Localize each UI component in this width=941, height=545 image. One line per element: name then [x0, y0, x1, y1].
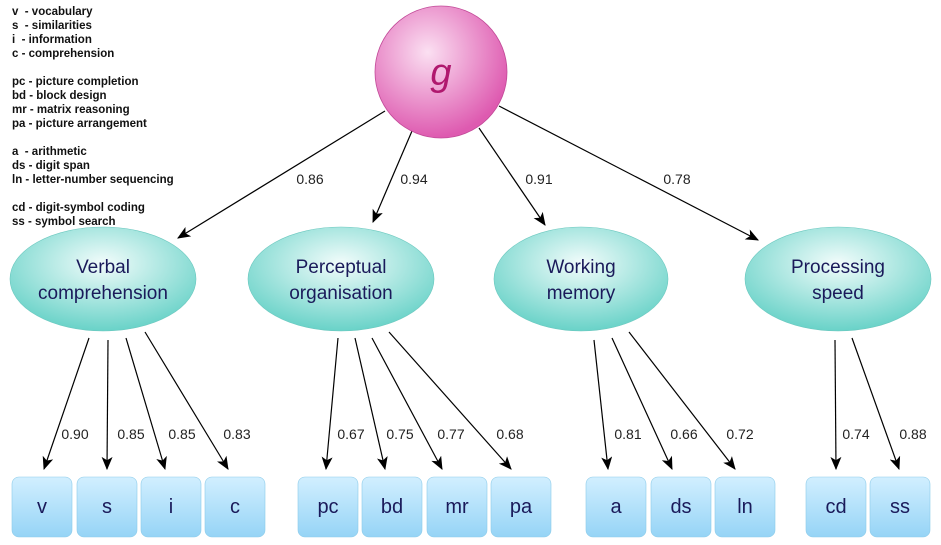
factor-label: memory [547, 283, 616, 304]
subtest-loading-label: 0.81 [614, 426, 641, 442]
g-factor-node [374, 5, 508, 139]
factor-to-subtest-arrow [593, 339, 613, 471]
factor-label: organisation [289, 283, 393, 304]
subtest-loading-label: 0.68 [496, 426, 523, 442]
subtest-box-i [140, 476, 202, 538]
g-to-factor-arrow [498, 105, 759, 241]
g-to-factor-arrow [177, 110, 386, 239]
factor-to-subtest-arrow [388, 331, 512, 470]
factor-label: Working [546, 257, 615, 278]
factor-node-verbal [9, 226, 197, 332]
legend-entry: cd - digit-symbol coding [12, 202, 145, 214]
abbreviation-legend: v - vocabulary s - similarities i - inform… [12, 5, 174, 229]
factor-to-subtest-arrow [321, 337, 339, 471]
factor-to-subtest-arrow [371, 337, 443, 470]
subtest-label: a [610, 496, 622, 518]
subtest-label: mr [445, 496, 469, 518]
subtest-loading-label: 0.75 [386, 426, 413, 442]
subtest-box-c [204, 476, 266, 538]
subtest-label: ln [737, 496, 753, 518]
subtest-box-ss [869, 476, 931, 538]
subtest-box-bd [361, 476, 423, 538]
factor-label: comprehension [38, 283, 168, 304]
subtest-label: ss [890, 496, 910, 518]
legend-entry: a - arithmetic [12, 146, 87, 158]
factor-loading-label: 0.86 [296, 171, 323, 187]
subtest-label: i [169, 496, 173, 518]
subtest-label: s [102, 496, 112, 518]
factor-to-subtest-arrow [354, 337, 388, 471]
factor-loading-label: 0.94 [400, 171, 427, 187]
subtest-box-mr [426, 476, 488, 538]
factor-node-processing [744, 226, 932, 332]
legend-entry: ln - letter-number sequencing [12, 174, 174, 186]
legend-entry: pc - picture completion [12, 76, 139, 88]
subtest-box-ds [650, 476, 712, 538]
subtest-box-a [585, 476, 647, 538]
subtest-loading-label: 0.67 [337, 426, 364, 442]
subtest-label: c [230, 496, 240, 518]
arrows-layer: 0.86 0.94 0.91 0.78 0.90 0.85 0.85 0.83 0.67 0.75… [42, 105, 927, 471]
factor-to-subtest-arrow [830, 339, 842, 471]
factor-to-subtest-arrow [611, 337, 673, 471]
factor-node-working [493, 226, 669, 332]
subtest-loading-label: 0.72 [726, 426, 753, 442]
subtest-box-s [76, 476, 138, 538]
subtest-loading-label: 0.85 [168, 426, 195, 442]
g-to-factor-arrow [478, 127, 546, 226]
subtest-label: pa [510, 496, 533, 518]
legend-entry: ss - symbol search [12, 216, 116, 228]
subtest-loading-label: 0.90 [61, 426, 88, 442]
factor-label: Perceptual [296, 257, 387, 278]
factor-to-subtest-arrow [42, 337, 90, 471]
factor-node-perceptual [247, 226, 435, 332]
factor-to-subtest-arrow [125, 337, 167, 471]
subtest-box-ln [714, 476, 776, 538]
factor-to-subtest-arrow [628, 331, 736, 470]
subtest-loading-label: 0.74 [842, 426, 869, 442]
subtest-box-pc [297, 476, 359, 538]
legend-entry: s - similarities [12, 20, 92, 32]
factor-loading-label: 0.91 [525, 171, 552, 187]
factor-label: Verbal [76, 257, 130, 278]
legend-entry: ds - digit span [12, 160, 90, 172]
subtest-box-v [11, 476, 73, 538]
legend-entry: pa - picture arrangement [12, 118, 147, 130]
legend-entry: c - comprehension [12, 48, 115, 60]
subtest-box-cd [805, 476, 867, 538]
subtest-loading-label: 0.85 [117, 426, 144, 442]
subtest-label: v [37, 496, 47, 518]
g-to-factor-arrow [372, 130, 413, 224]
subtest-loading-label: 0.83 [223, 426, 250, 442]
subtest-loading-label: 0.77 [437, 426, 464, 442]
subtest-loading-label: 0.88 [899, 426, 926, 442]
factor-label: Processing [791, 257, 885, 278]
factor-label: speed [812, 283, 864, 304]
factor-loading-label: 0.78 [663, 171, 690, 187]
subtest-label: ds [670, 496, 691, 518]
factor-to-subtest-arrow [851, 337, 901, 471]
legend-entry: mr - matrix reasoning [12, 104, 130, 116]
legend-entry: v - vocabulary [12, 6, 93, 18]
subtest-label: pc [317, 496, 338, 518]
subtest-loading-label: 0.66 [670, 426, 697, 442]
factor-to-subtest-arrow [101, 339, 113, 471]
g-factor-label: g [430, 52, 451, 94]
subtest-label: cd [825, 496, 846, 518]
legend-entry: i - information [12, 34, 92, 46]
legend-entry: bd - block design [12, 90, 107, 102]
subtest-box-pa [490, 476, 552, 538]
subtest-label: bd [381, 496, 403, 518]
factor-to-subtest-arrow [144, 331, 229, 470]
